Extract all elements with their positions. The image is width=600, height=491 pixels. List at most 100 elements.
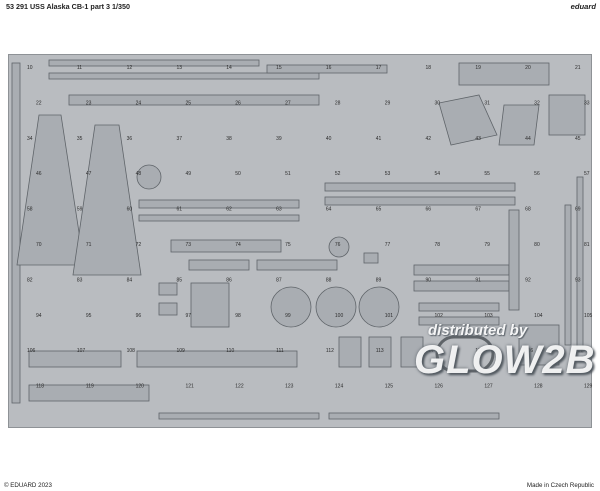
part-number-label: 84 (127, 277, 133, 283)
part-number-label: 15 (276, 65, 282, 71)
part-lattice-girder (138, 214, 300, 222)
part-number-label: 85 (176, 277, 182, 283)
part-round-hatch (270, 286, 312, 328)
part-long-bar (48, 72, 320, 80)
part-grid-block (458, 62, 550, 86)
part-number-label: 106 (27, 348, 36, 354)
part-strip-left (11, 62, 21, 404)
part-number-label: 123 (285, 384, 294, 390)
part-panel (368, 336, 392, 368)
part-frame (548, 94, 586, 136)
part-number-label: 57 (584, 171, 590, 177)
part-small-bracket (158, 302, 178, 316)
part-number-label: 27 (285, 100, 291, 106)
part-number-label: 121 (185, 384, 194, 390)
part-number-label: 99 (285, 313, 291, 319)
part-number-label: 129 (584, 384, 593, 390)
part-number-label: 56 (534, 171, 540, 177)
part-number-label: 107 (77, 348, 86, 354)
part-number-label: 51 (285, 171, 291, 177)
part-number-label: 28 (335, 100, 341, 106)
part-number-label: 37 (176, 136, 182, 142)
part-number-label: 59 (77, 207, 83, 213)
part-number-label: 64 (326, 207, 332, 213)
part-vertical-ladder (576, 176, 584, 353)
part-number-label: 91 (475, 277, 481, 283)
part-number-label: 63 (276, 207, 282, 213)
copyright-text: © EDUARD 2023 (4, 482, 52, 489)
part-ladder-grid (188, 259, 250, 271)
part-lattice-girder (138, 199, 300, 209)
part-number-label: 50 (235, 171, 241, 177)
part-number-label: 105 (584, 313, 593, 319)
part-number-label: 71 (86, 242, 92, 248)
part-number-label: 100 (335, 313, 344, 319)
part-number-label: 25 (185, 100, 191, 106)
part-number-label: 61 (176, 207, 182, 213)
part-number-label: 42 (426, 136, 432, 142)
part-number-label: 96 (136, 313, 142, 319)
part-number-label: 35 (77, 136, 83, 142)
part-number-label: 58 (27, 207, 33, 213)
part-number-label: 88 (326, 277, 332, 283)
part-number-label: 41 (376, 136, 382, 142)
part-railing (136, 350, 298, 368)
part-number-label: 112 (326, 348, 334, 354)
part-railing (158, 412, 320, 420)
part-number-label: 77 (385, 242, 391, 248)
part-number-label: 115 (475, 348, 483, 354)
part-number-label: 69 (575, 207, 581, 213)
part-panel (400, 336, 424, 368)
part-grid-strip (68, 94, 320, 106)
part-number-label: 24 (136, 100, 142, 106)
part-fan-plate (438, 94, 498, 146)
part-number-label: 29 (385, 100, 391, 106)
part-frame (498, 104, 540, 146)
part-number-label: 87 (276, 277, 282, 283)
part-number-label: 12 (127, 65, 133, 71)
part-number-label: 109 (176, 348, 185, 354)
part-number-label: 126 (435, 384, 444, 390)
part-number-label: 60 (127, 207, 133, 213)
part-number-label: 127 (484, 384, 493, 390)
part-number-label: 95 (86, 313, 92, 319)
part-number-label: 39 (276, 136, 282, 142)
part-number-label: 76 (335, 242, 341, 248)
part-long-bar (48, 59, 260, 67)
part-number-label: 13 (176, 65, 182, 71)
part-number-label: 114 (426, 348, 434, 354)
part-radar-dish (136, 164, 162, 190)
part-number-label: 54 (435, 171, 441, 177)
part-ladder-grid (256, 259, 338, 271)
part-number-label: 128 (534, 384, 543, 390)
part-number-label: 21 (575, 65, 581, 71)
part-number-label: 47 (86, 171, 92, 177)
part-number-label: 78 (435, 242, 441, 248)
part-number-label: 19 (475, 65, 481, 71)
part-round-hatch (315, 286, 357, 328)
part-vertical-ladder (508, 209, 520, 311)
part-number-label: 32 (534, 100, 540, 106)
part-bar (266, 64, 388, 74)
part-small-bracket (158, 282, 178, 296)
part-number-label: 23 (86, 100, 92, 106)
part-number-label: 116 (525, 348, 533, 354)
part-number-label: 89 (376, 277, 382, 283)
part-number-label: 74 (235, 242, 241, 248)
part-number-label: 16 (326, 65, 332, 71)
part-number-label: 14 (226, 65, 232, 71)
part-round-hatch (328, 236, 350, 258)
part-mast-frame (72, 124, 142, 276)
part-panel (338, 336, 362, 368)
part-number-label: 10 (27, 65, 33, 71)
part-small-bracket (418, 302, 500, 312)
part-number-label: 75 (285, 242, 291, 248)
brand-logo: eduard (570, 2, 596, 11)
part-number-label: 55 (484, 171, 490, 177)
part-number-label: 113 (376, 348, 384, 354)
part-number-label: 124 (335, 384, 344, 390)
part-number-label: 94 (36, 313, 42, 319)
part-number-label: 111 (276, 348, 284, 354)
part-number-label: 110 (226, 348, 234, 354)
part-number-label: 52 (335, 171, 341, 177)
